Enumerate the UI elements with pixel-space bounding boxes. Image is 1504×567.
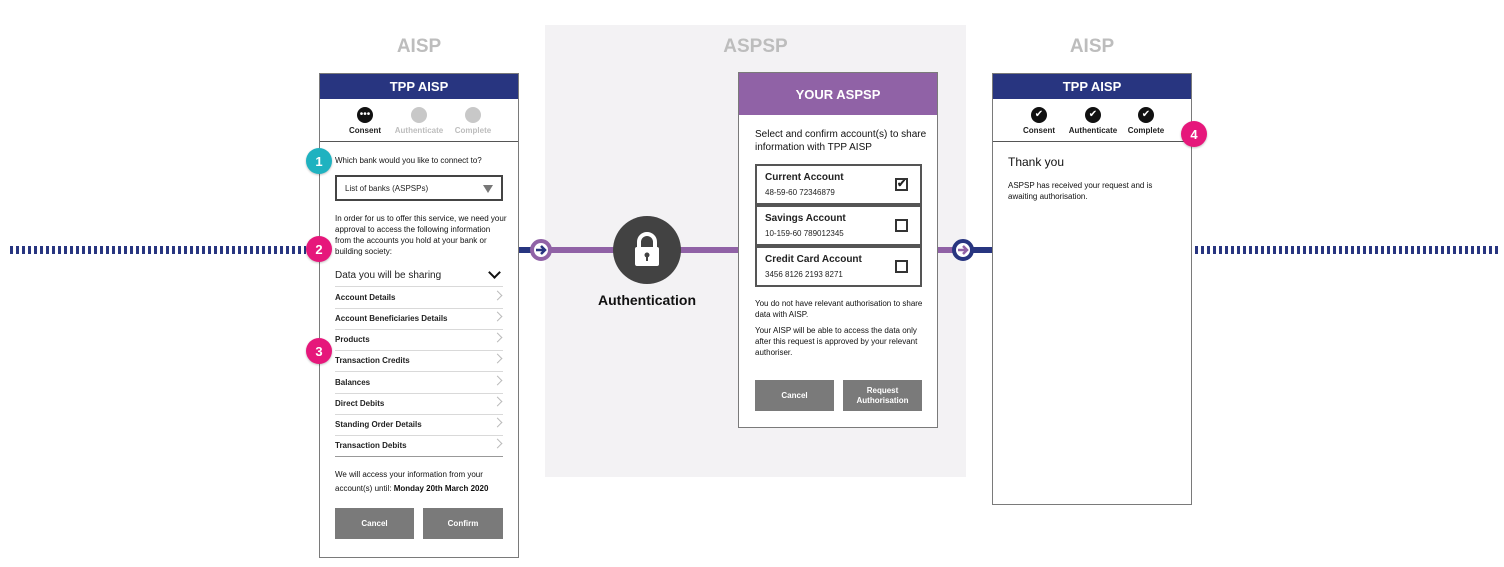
chevron-right-icon bbox=[492, 311, 503, 322]
dropdown-triangle-icon bbox=[483, 185, 493, 193]
access-note: Your AISP will be able to access the dat… bbox=[755, 326, 918, 357]
aspsp-cancel-button[interactable]: Cancel bbox=[755, 380, 834, 411]
step-inactive-dot-icon bbox=[465, 107, 481, 123]
chevron-right-icon bbox=[492, 332, 503, 343]
check-circle-icon: ✔ bbox=[1138, 107, 1154, 123]
flow-dashed-line-left bbox=[10, 246, 306, 254]
consent-screen-header: TPP AISP bbox=[320, 74, 518, 99]
chevron-down-icon bbox=[488, 266, 501, 279]
complete-screen-header: TPP AISP bbox=[993, 74, 1191, 99]
data-item[interactable]: Account Beneficiaries Details bbox=[335, 308, 503, 330]
account-option-current[interactable]: Current Account 48-59-60 72346879 ✔ bbox=[755, 164, 922, 205]
aspsp-screen-header: YOUR ASPSP bbox=[739, 73, 937, 115]
step-badge-2: 2 bbox=[306, 236, 332, 262]
step-badge-4: 4 bbox=[1181, 121, 1207, 147]
complete-screen: TPP AISP ✔ Consent ✔ Authenticate ✔ Comp… bbox=[992, 73, 1192, 505]
consent-screen: TPP AISP ••• Consent Authenticate Comple… bbox=[319, 73, 519, 558]
access-until-date: Monday 20th March 2020 bbox=[393, 484, 489, 493]
checkbox-checked-icon[interactable]: ✔ bbox=[895, 178, 908, 191]
step-active-dots-icon: ••• bbox=[357, 107, 373, 123]
arrow-right-icon bbox=[958, 245, 969, 255]
data-item[interactable]: Balances bbox=[335, 372, 503, 394]
bank-select-value: List of banks (ASPSPs) bbox=[345, 183, 429, 193]
checkbox-empty-icon[interactable] bbox=[895, 260, 908, 273]
step-complete-done: ✔ Complete bbox=[1127, 107, 1165, 135]
chevron-right-icon bbox=[492, 417, 503, 428]
access-until: We will access your information from you… bbox=[335, 470, 489, 493]
step-consent: ••• Consent bbox=[349, 107, 381, 135]
no-authorisation-text: You do not have relevant authorisation t… bbox=[755, 299, 923, 319]
data-item[interactable]: Transaction Debits bbox=[335, 435, 503, 457]
bank-select[interactable]: List of banks (ASPSPs) bbox=[335, 175, 503, 201]
chevron-right-icon bbox=[492, 396, 503, 407]
data-sharing-title: Data you will be sharing bbox=[335, 269, 442, 281]
chevron-right-icon bbox=[492, 438, 503, 449]
approval-text: In order for us to offer this service, w… bbox=[335, 214, 507, 256]
data-item[interactable]: Direct Debits bbox=[335, 393, 503, 415]
chevron-right-icon bbox=[492, 290, 503, 301]
authentication-label: Authentication bbox=[598, 292, 696, 308]
request-received-message: ASPSP has received your request and is a… bbox=[1008, 181, 1153, 201]
step-authenticate-done: ✔ Authenticate bbox=[1068, 107, 1118, 135]
consent-progress-steps: ••• Consent Authenticate Complete bbox=[320, 99, 518, 142]
account-selection-instruction: Select and confirm account(s) to share i… bbox=[755, 129, 927, 153]
column-label-aspsp: ASPSP bbox=[723, 36, 788, 57]
connector-ring-right bbox=[952, 239, 974, 261]
data-item[interactable]: Products bbox=[335, 329, 503, 351]
confirm-button[interactable]: Confirm bbox=[423, 508, 503, 539]
request-authorisation-button[interactable]: Request Authorisation bbox=[843, 380, 922, 411]
data-sharing-accordion[interactable]: Data you will be sharing bbox=[335, 264, 503, 287]
step-complete: Complete bbox=[438, 107, 508, 135]
step-badge-3: 3 bbox=[306, 338, 332, 364]
checkbox-empty-icon[interactable] bbox=[895, 219, 908, 232]
data-item[interactable]: Transaction Credits bbox=[335, 350, 503, 372]
step-consent-done: ✔ Consent bbox=[1023, 107, 1055, 135]
aspsp-screen: YOUR ASPSP Select and confirm account(s)… bbox=[738, 72, 938, 428]
step-badge-1: 1 bbox=[306, 148, 332, 174]
chevron-right-icon bbox=[492, 353, 503, 364]
lock-icon bbox=[635, 232, 659, 266]
arrow-right-icon bbox=[536, 245, 547, 255]
consent-cancel-button[interactable]: Cancel bbox=[335, 508, 414, 539]
check-circle-icon: ✔ bbox=[1031, 107, 1047, 123]
thank-you-title: Thank you bbox=[1008, 155, 1065, 169]
account-option-credit-card[interactable]: Credit Card Account 3456 8126 2193 8271 bbox=[755, 246, 922, 287]
complete-progress-steps: ✔ Consent ✔ Authenticate ✔ Complete bbox=[993, 99, 1191, 142]
flow-dashed-line-right bbox=[1195, 246, 1500, 254]
column-label-aisp-right: AISP bbox=[1069, 36, 1115, 57]
flow-line-navy-right bbox=[966, 247, 992, 253]
step-authenticate: Authenticate bbox=[384, 107, 454, 135]
column-label-aisp-left: AISP bbox=[396, 36, 442, 57]
authentication-lock-circle bbox=[613, 216, 681, 284]
connector-ring-left bbox=[530, 239, 552, 261]
chevron-right-icon bbox=[492, 375, 503, 386]
data-item[interactable]: Standing Order Details bbox=[335, 414, 503, 436]
account-option-savings[interactable]: Savings Account 10-159-60 789012345 bbox=[755, 205, 922, 246]
data-item[interactable]: Account Details bbox=[335, 287, 503, 309]
check-circle-icon: ✔ bbox=[1085, 107, 1101, 123]
bank-question: Which bank would you like to connect to? bbox=[335, 156, 482, 165]
step-inactive-dot-icon bbox=[411, 107, 427, 123]
